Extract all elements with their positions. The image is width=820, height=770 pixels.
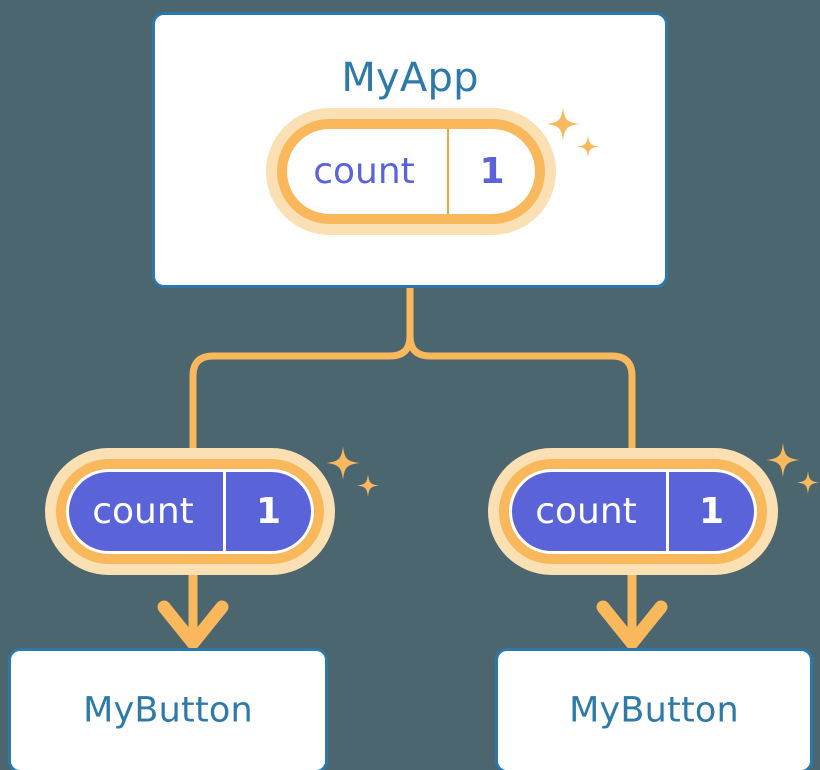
signal-name: count [92, 491, 194, 532]
signal-name: count [313, 151, 415, 192]
arrow-down-icon-left [157, 570, 229, 650]
component-label-mybutton-left: MyButton [83, 690, 253, 730]
signal-pill-inner: count 1 [509, 469, 757, 554]
signal-pill-fill: count 1 [512, 472, 754, 551]
signal-name: count [535, 491, 637, 532]
signal-value: 1 [223, 472, 311, 551]
component-label-mybutton-right: MyButton [569, 690, 739, 730]
signal-pill-ring: count 1 [277, 119, 545, 224]
signal-pill-child-right[interactable]: count 1 [488, 448, 778, 575]
signal-pill-inner: count 1 [287, 129, 535, 214]
signal-pill-root[interactable]: count 1 [266, 108, 556, 235]
signal-value: 1 [447, 129, 535, 214]
signal-pill-ring: count 1 [56, 459, 324, 564]
arrow-down-icon-right [596, 570, 668, 650]
signal-pill-ring: count 1 [499, 459, 767, 564]
connector-trunk-split [189, 284, 414, 474]
component-card-mybutton-right[interactable]: MyButton [495, 648, 813, 770]
component-label-myapp: MyApp [341, 55, 479, 101]
signal-pill-inner: count 1 [66, 469, 314, 554]
signal-pill-child-left[interactable]: count 1 [45, 448, 335, 575]
signal-pill-fill: count 1 [69, 472, 311, 551]
component-card-mybutton-left[interactable]: MyButton [8, 648, 328, 770]
signal-value: 1 [666, 472, 754, 551]
